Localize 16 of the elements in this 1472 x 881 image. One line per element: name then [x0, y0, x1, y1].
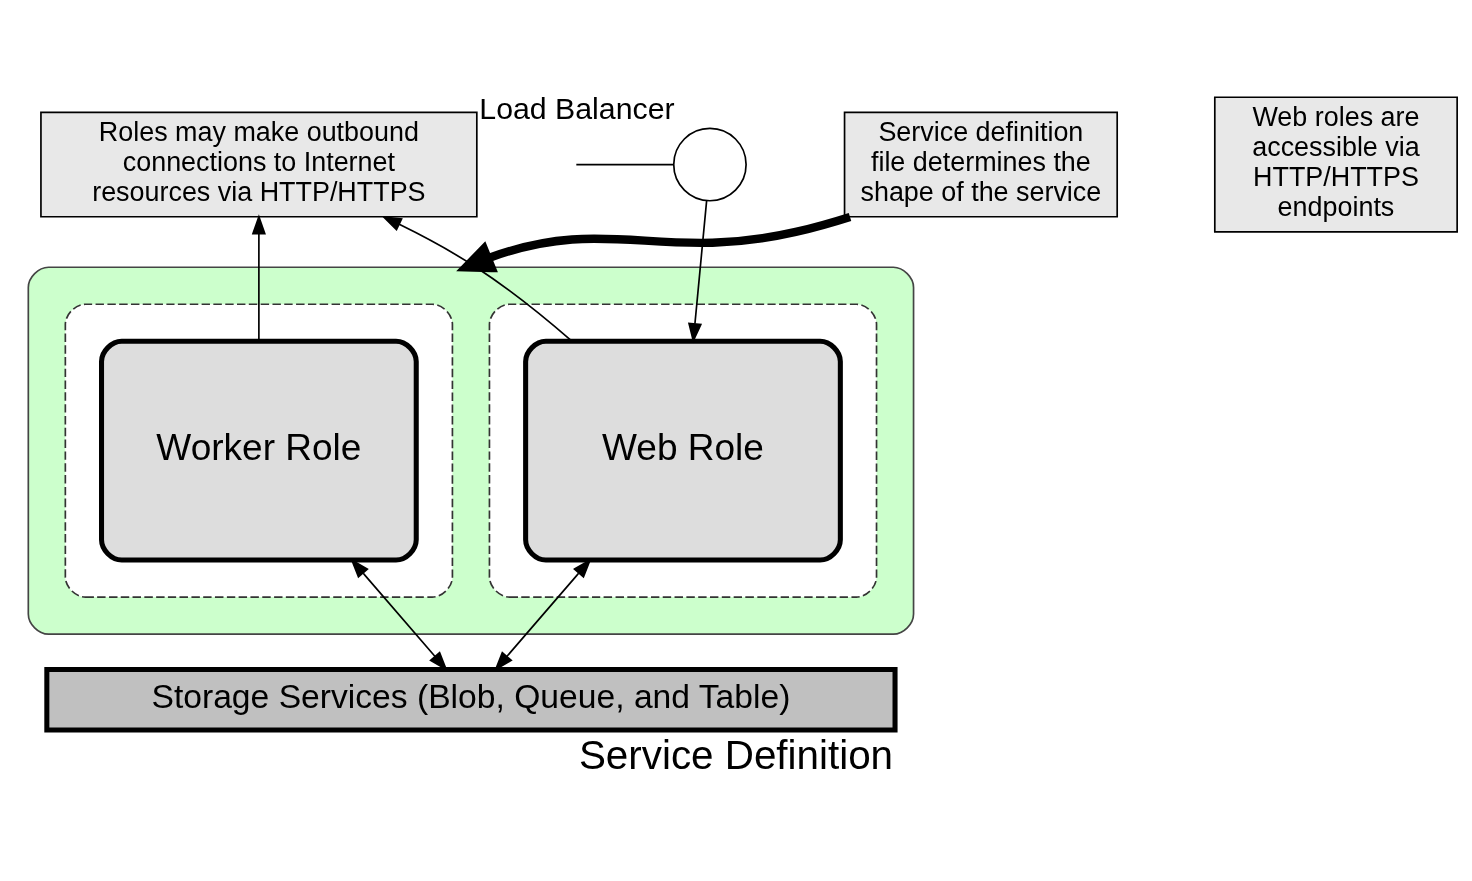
node-box: Worker Role	[99, 338, 419, 563]
arrow	[381, 215, 573, 342]
cluster	[27, 265, 915, 635]
node-box: Web Role	[523, 338, 843, 563]
node-circle	[672, 127, 747, 202]
node-box: Roles may make outbound connections to Internet resources via HTTP/HTTPS	[40, 111, 478, 218]
arrow	[456, 212, 852, 272]
node-box: Service definition file determines the shape of the service	[843, 111, 1119, 218]
cluster	[64, 302, 454, 598]
arrow	[251, 213, 266, 342]
cluster	[488, 302, 878, 598]
node-label: Load Balancer	[479, 91, 675, 125]
node-box: Web roles are accessible via HTTP/HTTPS endpoints	[1213, 95, 1458, 233]
caption: Service Definition	[578, 731, 894, 778]
connector	[575, 163, 675, 165]
node-box: Storage Services (Blob, Queue, and Table)	[44, 666, 898, 733]
